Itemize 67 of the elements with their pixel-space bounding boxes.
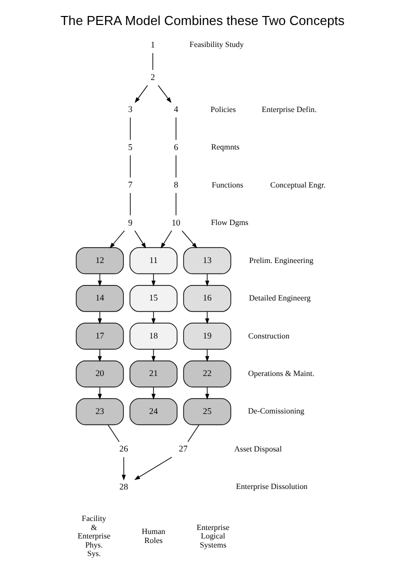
- arrow: [181, 230, 197, 248]
- node-box: 25: [182, 398, 231, 426]
- connector: [129, 154, 130, 178]
- label: Prelim. Engineering: [248, 256, 313, 265]
- label: Functions: [211, 180, 243, 190]
- node-text: 28: [118, 481, 128, 492]
- label: Enterprise Logical Systems: [196, 522, 229, 550]
- label: Enterprise Dissolution: [236, 482, 308, 492]
- arrow: [109, 230, 124, 248]
- label: Facility & Enterprise Phys. Sys.: [77, 514, 110, 558]
- label: Enterprise Defin.: [261, 104, 316, 114]
- node-box: 22: [182, 360, 231, 388]
- connector: [107, 424, 120, 442]
- label: Feasibility Study: [189, 40, 244, 50]
- node-text: 6: [173, 142, 178, 152]
- arrow: [134, 230, 146, 249]
- arrow: [121, 456, 126, 481]
- node-text: 10: [171, 217, 180, 228]
- node-box: 24: [129, 398, 177, 426]
- node-text: 1: [150, 39, 154, 50]
- label: Conceptual Engr.: [270, 180, 326, 190]
- arrow: [150, 386, 156, 400]
- node-text: 4: [173, 104, 178, 114]
- node-box: 18: [129, 322, 177, 350]
- node-box: 12: [75, 247, 124, 274]
- node-text: 9: [128, 217, 132, 228]
- connector: [175, 192, 176, 216]
- node-box: 16: [182, 285, 231, 312]
- node-text: 7: [128, 180, 132, 190]
- node-text: 5: [128, 142, 132, 152]
- node-text: 26: [118, 444, 128, 454]
- node-box: 15: [129, 285, 177, 312]
- connector: [129, 192, 130, 216]
- node-box: 11: [129, 247, 177, 274]
- label: De-Comissioning: [248, 406, 304, 416]
- node-box: 23: [75, 398, 124, 426]
- node-box: 14: [75, 285, 124, 312]
- label: Human Roles: [141, 527, 165, 545]
- arrow: [150, 274, 156, 286]
- node-box: 20: [75, 360, 124, 388]
- arrow: [150, 349, 156, 362]
- arrow: [134, 85, 148, 104]
- connector: [186, 424, 199, 442]
- arrow: [160, 230, 172, 249]
- node-box: 21: [129, 360, 177, 388]
- node-text: 27: [178, 444, 188, 454]
- node-box: 13: [182, 247, 231, 274]
- connector: [129, 117, 130, 140]
- label: Operations & Maint.: [248, 368, 314, 378]
- node-text: 8: [173, 180, 178, 190]
- node-text: 3: [128, 104, 132, 114]
- arrow: [150, 311, 156, 324]
- connector: [152, 52, 153, 70]
- connector: [175, 154, 176, 178]
- node-box: 17: [75, 322, 124, 350]
- label: Reqmnts: [210, 142, 240, 152]
- node-text: 2: [150, 72, 154, 82]
- label: Asset Disposal: [234, 444, 282, 454]
- node-box: 19: [182, 322, 231, 350]
- connector: [175, 117, 176, 140]
- label: Policies: [210, 104, 236, 114]
- label: Detailed Engineerg: [248, 294, 310, 303]
- diagram-title: The PERA Model Combines these Two Concepts: [60, 13, 344, 28]
- label: Construction: [248, 331, 289, 340]
- arrow: [157, 85, 171, 104]
- arrow: [134, 456, 172, 480]
- label: Flow Dgms: [210, 218, 248, 228]
